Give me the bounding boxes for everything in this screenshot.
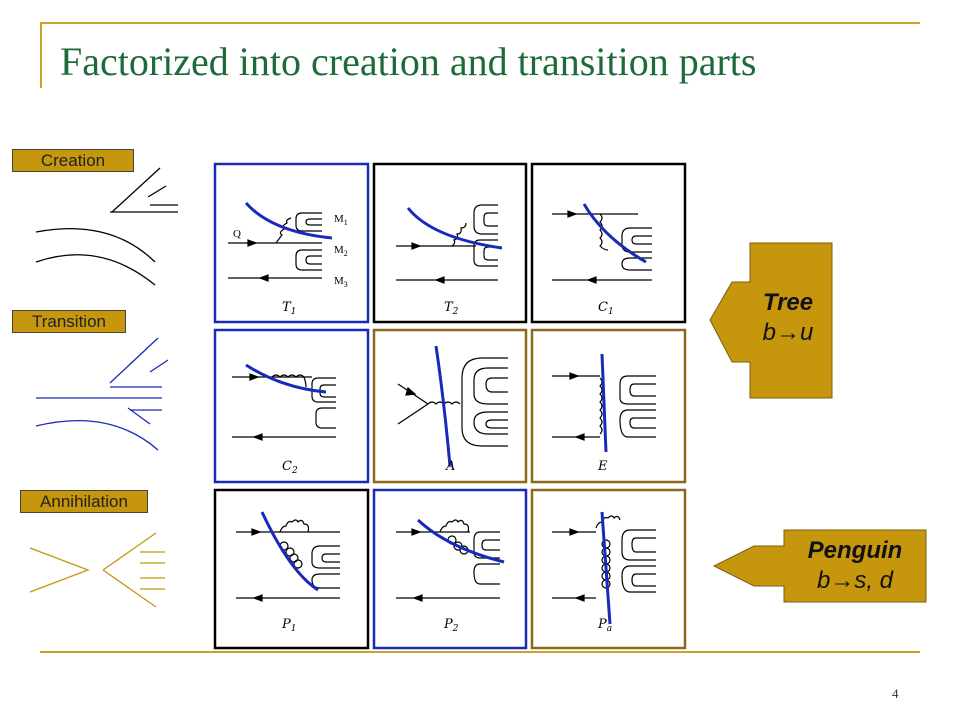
top-rule bbox=[40, 22, 920, 24]
blue-cut-p2 bbox=[416, 518, 505, 564]
panel-label-a: A bbox=[445, 459, 455, 474]
blue-cut-c1 bbox=[582, 203, 647, 264]
annihilation-sketch bbox=[29, 532, 165, 608]
page-number: 4 bbox=[892, 686, 899, 701]
feynman-diagram-c2 bbox=[232, 373, 336, 441]
panel-label-t1: T1 bbox=[282, 300, 296, 317]
meson-label-m2: M2 bbox=[334, 244, 348, 258]
blue-cut-p1 bbox=[260, 511, 319, 592]
tree-callout-arrow bbox=[709, 242, 833, 399]
blue-cut-t1 bbox=[244, 201, 333, 240]
tree-title: Tree bbox=[762, 289, 814, 316]
feynman-diagram-c1 bbox=[552, 210, 652, 284]
transition-sketch bbox=[35, 337, 169, 451]
panel-label-t2: T2 bbox=[444, 300, 459, 317]
blue-cut-c2 bbox=[245, 363, 327, 394]
penguin-title: Penguin bbox=[807, 537, 903, 564]
creation-label: Creation bbox=[12, 149, 134, 172]
meson-label-m3: M3 bbox=[334, 275, 348, 289]
blue-cut-e bbox=[600, 353, 608, 453]
meson-label-m1: M1 bbox=[334, 213, 348, 227]
blue-cut-t2 bbox=[406, 207, 503, 250]
left-rule bbox=[40, 22, 42, 88]
penguin-callout-arrow bbox=[712, 529, 927, 603]
feynman-diagram-a bbox=[397, 357, 508, 447]
panel-label-c1: C1 bbox=[598, 300, 614, 317]
penguin-callout: Penguin b→s, d bbox=[786, 536, 924, 596]
quark-label-q: Q bbox=[233, 228, 241, 240]
penguin-formula: b→s, d bbox=[816, 567, 894, 594]
panel-frames bbox=[213, 162, 687, 650]
tree-callout: Tree b→u bbox=[750, 288, 826, 348]
slide-title: Factorized into creation and transition … bbox=[60, 39, 757, 84]
annihilation-label: Annihilation bbox=[20, 490, 148, 513]
feynman-diagram-t2 bbox=[396, 204, 498, 284]
blue-cut-pa bbox=[600, 511, 612, 625]
bottom-rule bbox=[40, 651, 920, 653]
transition-label: Transition bbox=[12, 310, 126, 333]
feynman-diagram-p2 bbox=[396, 519, 500, 602]
panel-label-p2: P2 bbox=[443, 617, 459, 634]
creation-sketch bbox=[35, 167, 178, 286]
panel-label-c2: C2 bbox=[282, 459, 298, 476]
blue-cut-a bbox=[434, 345, 452, 467]
feynman-diagram-e bbox=[552, 372, 656, 441]
tree-formula: b→u bbox=[762, 319, 814, 346]
panel-label-e: E bbox=[597, 459, 608, 474]
panel-label-p1: P1 bbox=[281, 617, 296, 634]
panel-label-pa: Pa bbox=[597, 617, 612, 634]
